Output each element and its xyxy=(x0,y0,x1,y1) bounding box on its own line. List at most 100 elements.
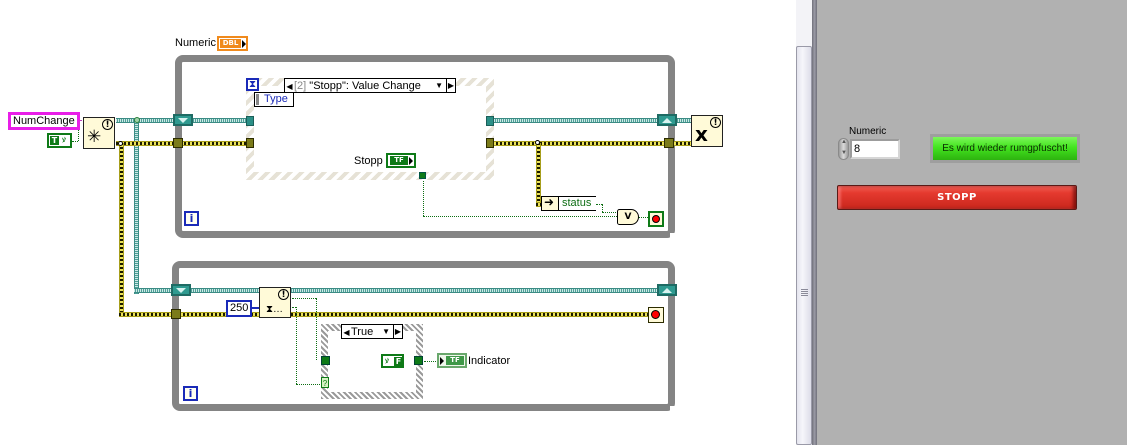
terminal-arrow-icon xyxy=(242,40,246,48)
dropdown-arrow-icon[interactable]: ▼ xyxy=(382,327,390,336)
ref-tunnel-in-event xyxy=(246,116,254,126)
status-bool-wire xyxy=(596,204,602,205)
shift-register-left-top[interactable] xyxy=(173,114,193,126)
wire-junction xyxy=(134,117,140,123)
stopp-terminal-label: Stopp xyxy=(354,155,383,167)
stopp-button[interactable]: STOPP xyxy=(837,185,1077,210)
shift-register-right-top[interactable] xyxy=(657,114,677,126)
timeout-wire-v xyxy=(316,298,317,360)
event-name-constant[interactable]: NumChange xyxy=(8,112,80,130)
true-boolean-constant[interactable]: T ꝟ xyxy=(47,133,72,148)
stop-sign-icon xyxy=(651,310,660,319)
event-case-selector[interactable]: ◀[2] "Stopp": Value Change ▼ ▶ xyxy=(284,78,456,93)
ref-tunnel-out-event xyxy=(486,116,494,126)
increment-arrow-icon[interactable]: ▶ xyxy=(446,79,455,93)
stop-sign-icon xyxy=(652,215,660,223)
shift-register-left-bottom[interactable] xyxy=(171,284,191,296)
error-tunnel-left-bottom xyxy=(171,309,181,319)
error-bool-wire-v xyxy=(296,307,297,384)
stopp-bool-wire-h xyxy=(423,216,619,217)
front-panel: Numeric ▲ ▼ 8 Es wird wieder rumgpfuscht… xyxy=(817,0,1127,445)
indicator-wire xyxy=(424,361,438,362)
bool-tunnel-event xyxy=(419,172,426,179)
event-reg-ref-wire-vertical xyxy=(134,120,139,294)
loop-iteration-terminal: i xyxy=(184,211,199,226)
loop-iteration-terminal: i xyxy=(183,386,198,401)
true-const-wire-v xyxy=(78,128,79,141)
indicator-label: Indicator xyxy=(468,355,511,367)
node-handle xyxy=(256,94,259,105)
hourglass-icon: ⧗… xyxy=(266,304,284,315)
loop-condition-stop-top[interactable] xyxy=(648,211,664,227)
wait-on-notification-node[interactable]: ! ⧗… xyxy=(259,287,291,318)
error-wire-vertical xyxy=(119,143,124,317)
event-data-type-field: Type xyxy=(264,93,288,105)
bool-tunnel-case-out xyxy=(414,356,423,365)
scrollbar-thumb[interactable] xyxy=(796,46,812,445)
event-case-label: "Stopp": Value Change xyxy=(309,80,421,92)
or-gate[interactable]: V xyxy=(617,209,639,225)
boolean-glyph-icon: ꝟ xyxy=(62,135,67,144)
unbundle-by-name-node[interactable]: ➜ status xyxy=(541,195,596,211)
decrement-arrow-icon[interactable]: ◀ xyxy=(343,328,350,337)
numeric-increment-decrement[interactable]: ▲ ▼ xyxy=(838,138,849,160)
stopp-bool-wire-v xyxy=(423,178,424,216)
error-wire-to-unbundle xyxy=(536,143,541,205)
string-indicator: Es wird wieder rumgpfuscht! xyxy=(930,134,1080,163)
diagram-vertical-scrollbar[interactable] xyxy=(795,0,812,445)
wait-ms-constant[interactable]: 250 xyxy=(226,300,253,317)
false-boolean-constant[interactable]: ꝟ F xyxy=(381,354,404,368)
destroy-x-icon: x xyxy=(695,122,708,146)
stopp-boolean-terminal[interactable]: TF xyxy=(386,153,416,168)
error-warning-icon: ! xyxy=(278,289,289,300)
numeric-terminal-label: Numeric xyxy=(175,37,216,49)
error-wire-bottom xyxy=(119,312,655,317)
block-diagram: Numeric DBL i i NumChange T ꝟ ✳ xyxy=(8,36,723,411)
window-splitter[interactable] xyxy=(812,0,817,445)
terminal-arrow-icon xyxy=(409,157,413,165)
unbundle-arrow-icon: ➜ xyxy=(544,195,555,209)
asterisk-icon: ✳ xyxy=(87,127,102,146)
dbl-type-badge: DBL xyxy=(220,39,241,48)
event-data-node[interactable]: Type xyxy=(254,92,294,107)
error-tunnel-left-top xyxy=(173,138,183,148)
indicator-boolean-terminal[interactable]: TF xyxy=(437,353,467,368)
error-warning-icon: ! xyxy=(102,119,113,130)
case-selector-terminal: ? xyxy=(321,377,329,388)
loop-condition-stop-bottom[interactable] xyxy=(648,307,664,323)
destroy-user-event-node[interactable]: x ! xyxy=(691,115,723,147)
numeric-dbl-terminal[interactable]: DBL xyxy=(217,36,248,51)
numeric-control-input[interactable]: 8 xyxy=(850,139,900,159)
decrement-arrow-icon[interactable]: ▼ xyxy=(841,150,847,156)
wait-ms-wire xyxy=(250,307,260,309)
true-const-wire xyxy=(72,141,78,142)
while-loop-bottom[interactable] xyxy=(172,261,675,411)
increment-arrow-icon[interactable]: ▶ xyxy=(393,325,402,339)
scrollbar-grip-icon xyxy=(801,289,808,297)
error-tunnel-in-event xyxy=(246,138,254,148)
error-tunnel-out-event xyxy=(486,138,494,148)
unbundle-status-field: status xyxy=(558,197,596,210)
case-selector-value: True xyxy=(351,326,374,338)
create-user-event-node[interactable]: ✳ ! xyxy=(83,117,115,149)
status-bool-wire-h2 xyxy=(602,212,618,213)
error-wire-to-unbundle-h xyxy=(536,202,544,207)
dropdown-arrow-icon[interactable]: ▼ xyxy=(435,81,443,90)
error-warning-icon: ! xyxy=(710,117,721,128)
timeout-wire-h xyxy=(292,298,316,299)
timeout-hourglass-icon[interactable]: ⧗ xyxy=(246,78,259,91)
or-to-stop-wire xyxy=(638,217,648,218)
shift-register-right-bottom[interactable] xyxy=(657,284,677,296)
error-tunnel-right-top xyxy=(664,138,674,148)
case-selector[interactable]: ◀True ▼ ▶ xyxy=(341,324,403,339)
error-bool-to-selector xyxy=(296,384,322,385)
status-bool-wire-v xyxy=(602,204,603,212)
boolean-glyph-icon: ꝟ xyxy=(385,356,390,365)
wire-junction xyxy=(118,141,123,146)
terminal-arrow-icon xyxy=(440,357,444,365)
event-reg-ref-wire-bottom xyxy=(134,288,670,293)
decrement-arrow-icon[interactable]: ◀ xyxy=(286,82,293,91)
increment-arrow-icon[interactable]: ▲ xyxy=(841,139,847,145)
wire-junction xyxy=(535,140,540,145)
bool-tunnel-case-in xyxy=(321,356,330,365)
